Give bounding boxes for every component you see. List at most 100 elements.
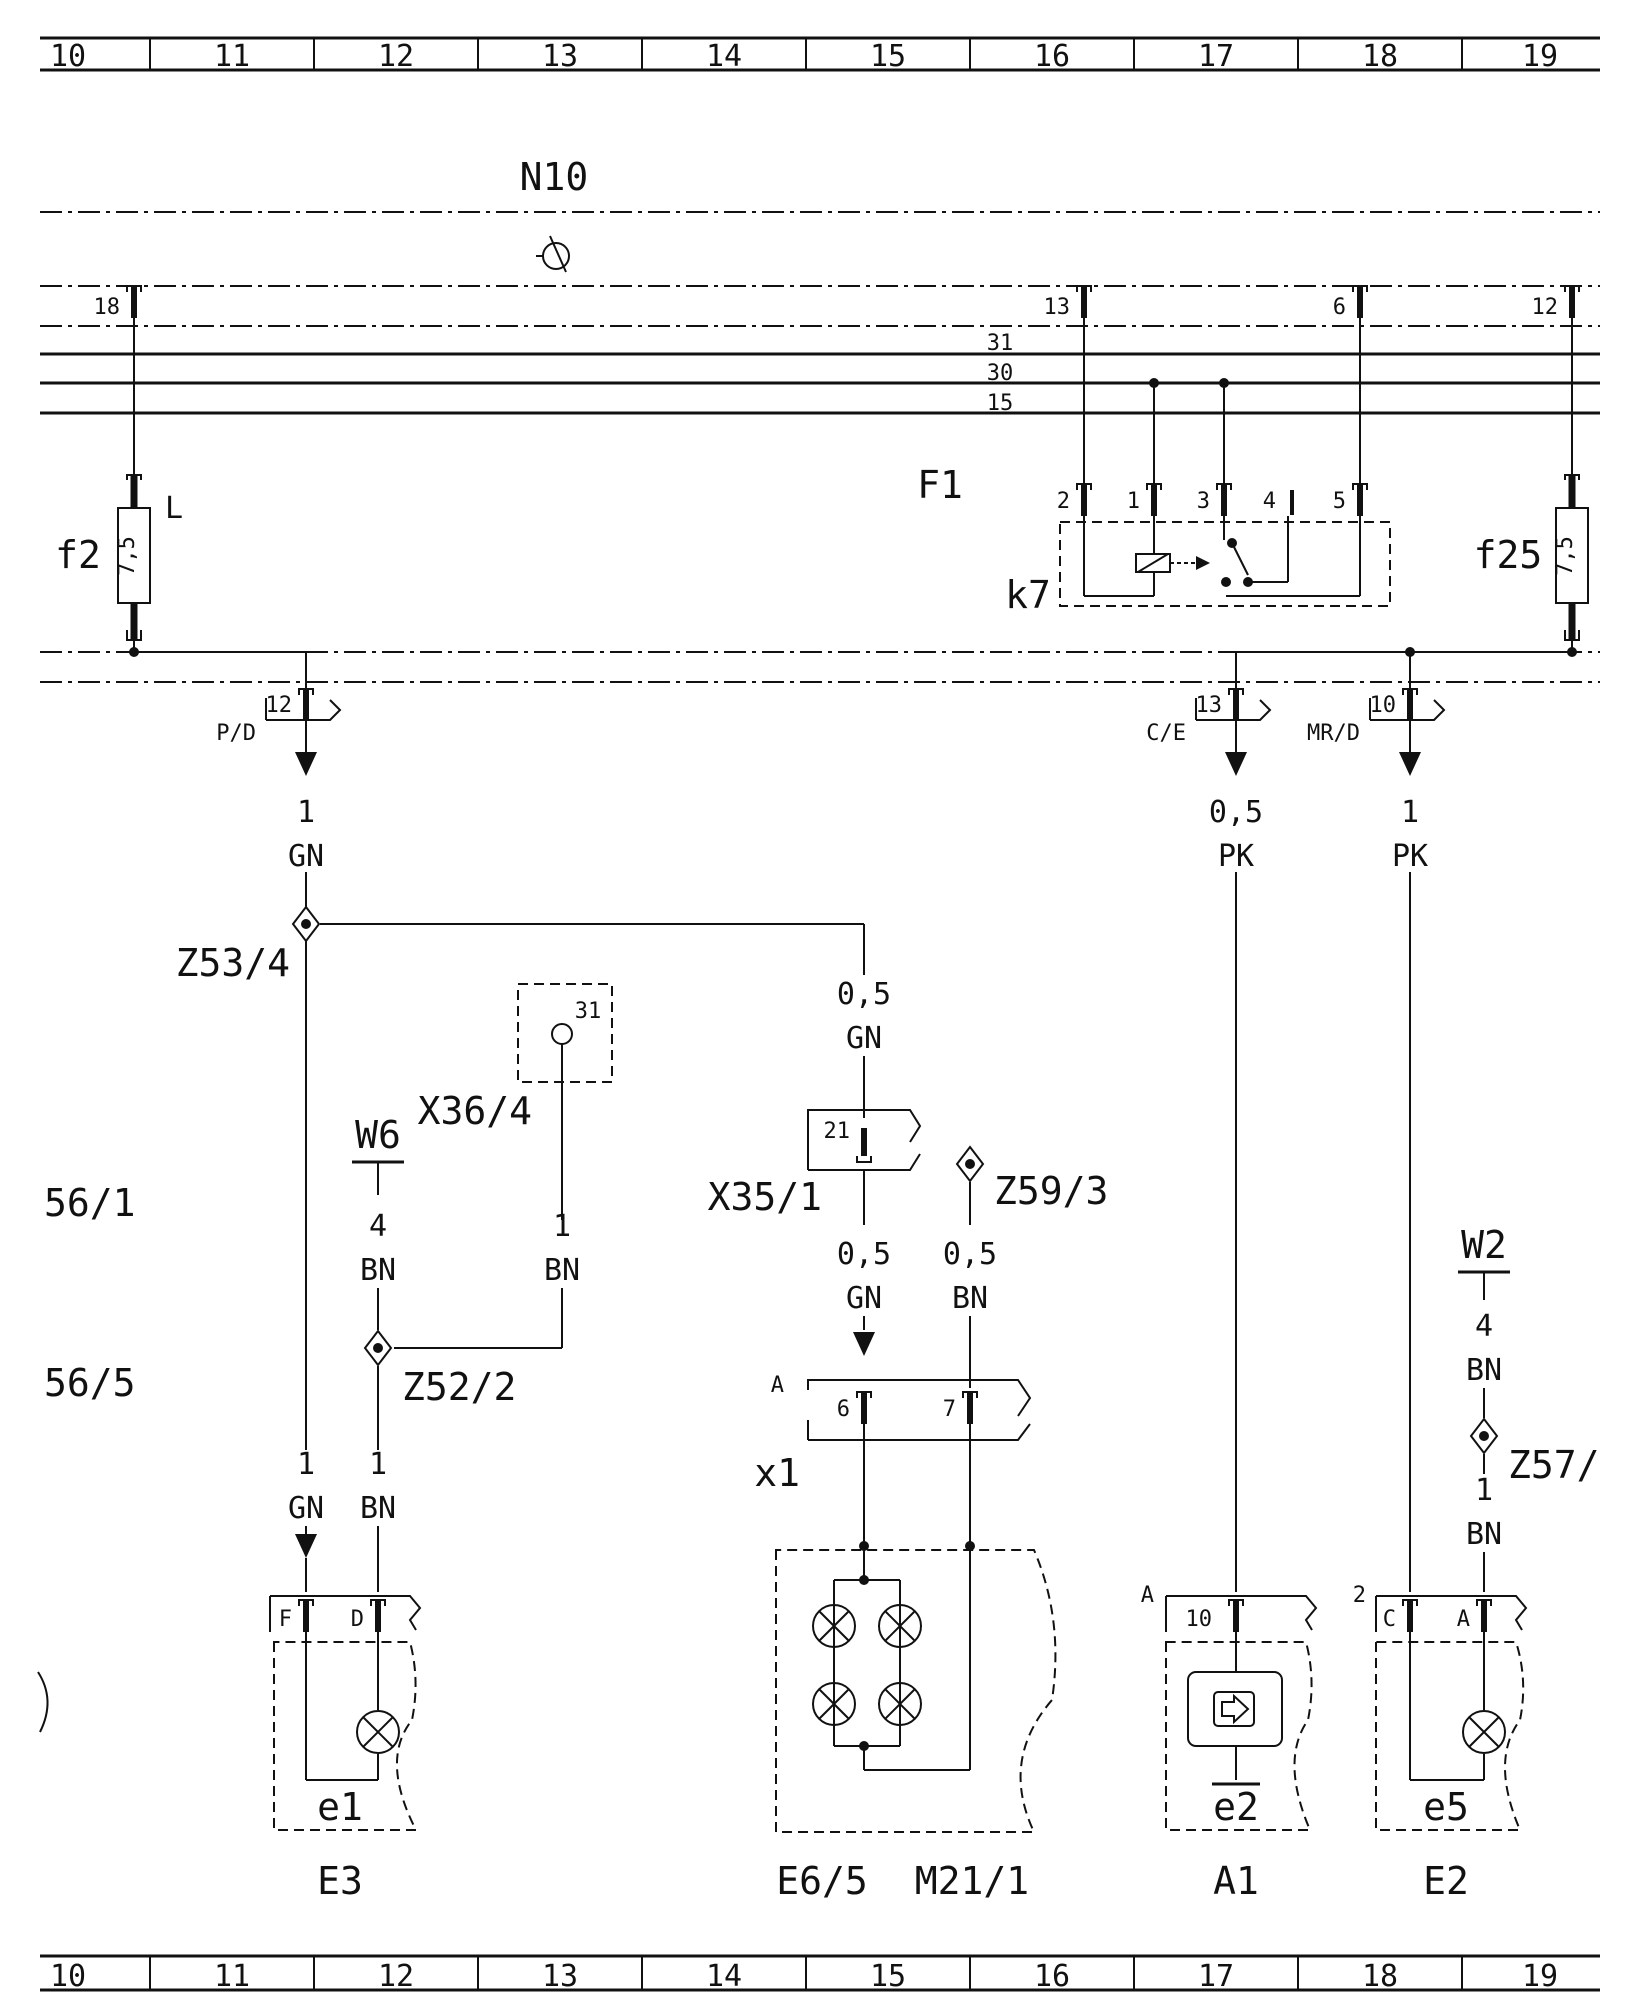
grid-col-label: 19 [1522, 1959, 1558, 1994]
top-column-grid: 10 11 12 13 14 15 16 17 18 19 [40, 36, 1600, 74]
component-e2 [1375, 1595, 1528, 1831]
component-sub-label: e5 [1423, 1785, 1469, 1829]
component-side-label: A [1141, 1583, 1154, 1608]
component-label: E3 [317, 1859, 363, 1903]
relay-pin-label: 1 [1127, 489, 1140, 514]
ground-label: W6 [355, 1113, 401, 1157]
grid-col-label: 11 [214, 1959, 250, 1994]
direction-arrow-icon [295, 1534, 317, 1558]
wire-color: PK [1392, 839, 1428, 874]
terminal-label: 31 [575, 999, 602, 1024]
feeder-wires [129, 647, 1577, 690]
grid-col-label: 18 [1362, 39, 1398, 74]
bus-label: 31 [987, 331, 1014, 356]
component-label: A1 [1213, 1859, 1259, 1903]
wire-color: GN [846, 1281, 882, 1316]
grid-col-label: 16 [1034, 39, 1070, 74]
output-label: P/D [216, 721, 256, 746]
bottom-column-grid: 10 11 12 13 14 15 16 17 18 19 [40, 1954, 1600, 1994]
wire-bn-x36-lower [394, 1288, 563, 1349]
wire-color: GN [846, 1021, 882, 1056]
wire-gauge: 0,5 [837, 1237, 891, 1272]
relay-panel-label: F1 [917, 463, 963, 507]
output-connector-mrd [1369, 689, 1446, 776]
splice-icon [1470, 1418, 1498, 1454]
component-pin-label: 10 [1186, 1607, 1213, 1632]
connector-side-label: A [771, 1373, 784, 1398]
wire-color: BN [544, 1253, 580, 1288]
component-sub-label: e2 [1213, 1785, 1259, 1829]
fuse-f25: 7,5 [1553, 318, 1589, 652]
connector-label: x1 [754, 1451, 800, 1495]
grid-col-label: 17 [1198, 39, 1234, 74]
wire-gauge: 1 [369, 1447, 387, 1482]
wire-gauge: 1 [297, 795, 315, 830]
connector-x35 [807, 1109, 922, 1171]
grid-col-label: 13 [542, 1959, 578, 1994]
grid-col-label: 14 [706, 39, 742, 74]
wire-gauge: 4 [369, 1209, 387, 1244]
connector-pin-label: 6 [837, 1397, 850, 1422]
grid-col-label: 14 [706, 1959, 742, 1994]
wire-gauge: 0,5 [943, 1237, 997, 1272]
component-label: M21/1 [915, 1859, 1029, 1903]
grid-col-label: 10 [50, 1959, 86, 1994]
pin-label: 6 [1333, 295, 1346, 320]
relay-pin-label: 5 [1333, 489, 1346, 514]
wire-gauge: 1 [553, 1209, 571, 1244]
ground-icon [352, 1160, 404, 1195]
connector-label: X35/1 [708, 1175, 822, 1219]
connector-pin [1077, 286, 1091, 318]
grid-col-label: 13 [542, 39, 578, 74]
wire-gauge: 0,5 [1209, 795, 1263, 830]
component-sub-label: e1 [317, 1785, 363, 1829]
grid-col-label: 19 [1522, 39, 1558, 74]
fuse-name: f25 [1474, 533, 1543, 577]
component-pin-label: A [1457, 1607, 1470, 1632]
connector-pin [127, 286, 141, 318]
wire-gauge: 1 [1475, 1473, 1493, 1508]
connector-x1 [807, 1379, 1032, 1441]
bus-label: 15 [987, 391, 1014, 416]
grid-col-label: 11 [214, 39, 250, 74]
grid-col-label: 15 [870, 39, 906, 74]
connector-label: X36/4 [418, 1089, 532, 1133]
wire-color: BN [1466, 1517, 1502, 1552]
component-a1 [1165, 1595, 1318, 1831]
connector-pin-label: 7 [943, 1397, 956, 1422]
wire-gauge: 0,5 [837, 977, 891, 1012]
wire-gauge: 1 [1401, 795, 1419, 830]
grid-col-label: 10 [50, 39, 86, 74]
wire-color: BN [360, 1491, 396, 1526]
reference-label: 56/1 [44, 1181, 136, 1225]
fuse-rating: 7,5 [1553, 536, 1578, 576]
wire-color: PK [1218, 839, 1254, 874]
splice-label: Z57/ [1508, 1443, 1600, 1487]
fuse-rating: 7,5 [115, 536, 140, 576]
page-bracket [37, 1671, 49, 1733]
relay-pin-label: 2 [1057, 489, 1070, 514]
wire-gauge: 4 [1475, 1309, 1493, 1344]
component-label: E2 [1423, 1859, 1469, 1903]
wire-color: BN [952, 1281, 988, 1316]
output-connector-ce [1195, 689, 1272, 776]
component-label: E6/5 [776, 1859, 868, 1903]
output-pin-label: 10 [1370, 693, 1397, 718]
grid-col-label: 17 [1198, 1959, 1234, 1994]
splice-icon [364, 1330, 392, 1366]
wire-gn-main [305, 872, 865, 1450]
output-pin-label: 12 [266, 693, 293, 718]
ground-terminal-icon [551, 1023, 573, 1045]
splice-icon [292, 906, 320, 942]
direction-arrow-icon [853, 1332, 875, 1356]
reference-label: 56/5 [44, 1361, 136, 1405]
splice-label: Z52/2 [402, 1365, 516, 1409]
relay-label: k7 [1005, 573, 1051, 617]
wire-color: GN [288, 839, 324, 874]
wire-color: BN [1466, 1353, 1502, 1388]
pin-label: 18 [94, 295, 121, 320]
module-title: N10 [520, 155, 589, 199]
pin-label: 13 [1044, 295, 1071, 320]
grid-col-label: 16 [1034, 1959, 1070, 1994]
